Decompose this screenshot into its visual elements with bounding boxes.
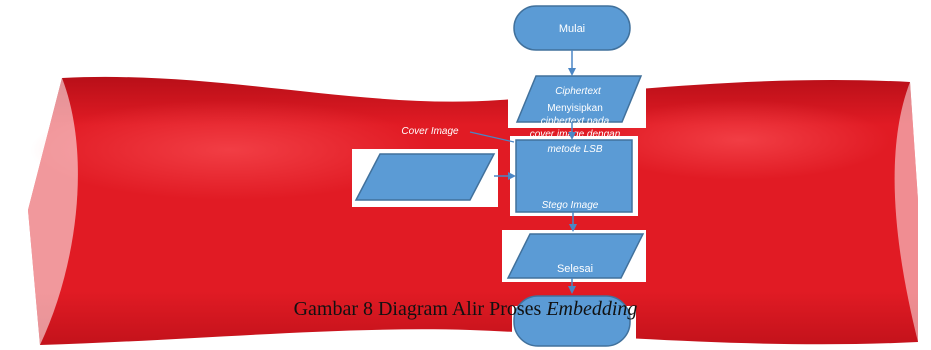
process-label-line-2: ciphertext pada [541,116,610,127]
caption-prefix: Gambar 8 Diagram Alir Proses [293,298,542,320]
connector-cover-label [469,131,515,143]
process-label-line-4: metode LSB [547,144,602,155]
cover-image-input-shape [354,153,496,201]
ciphertext-input-shape: Ciphertext [515,75,643,123]
cover-image-label: Cover Image [401,126,459,137]
process-label-line-1: Menyisipkan [547,103,603,114]
stego-output-shape: Selesai [506,233,645,279]
background-red-banner [28,76,918,345]
end-label: Selesai [557,263,593,275]
embedding-process-box [515,139,633,213]
caption-emphasis: Embedding [546,298,638,320]
process-label-line-3: cover image dengan [530,129,621,140]
ciphertext-label: Ciphertext [555,86,602,97]
figure-caption: Gambar 8 Diagram Alir Proses Embedding [0,298,931,321]
bottom-terminator [513,295,631,347]
start-label: Mulai [559,23,585,35]
stego-image-label: Stego Image [542,200,599,211]
start-terminator: Mulai [513,5,631,51]
